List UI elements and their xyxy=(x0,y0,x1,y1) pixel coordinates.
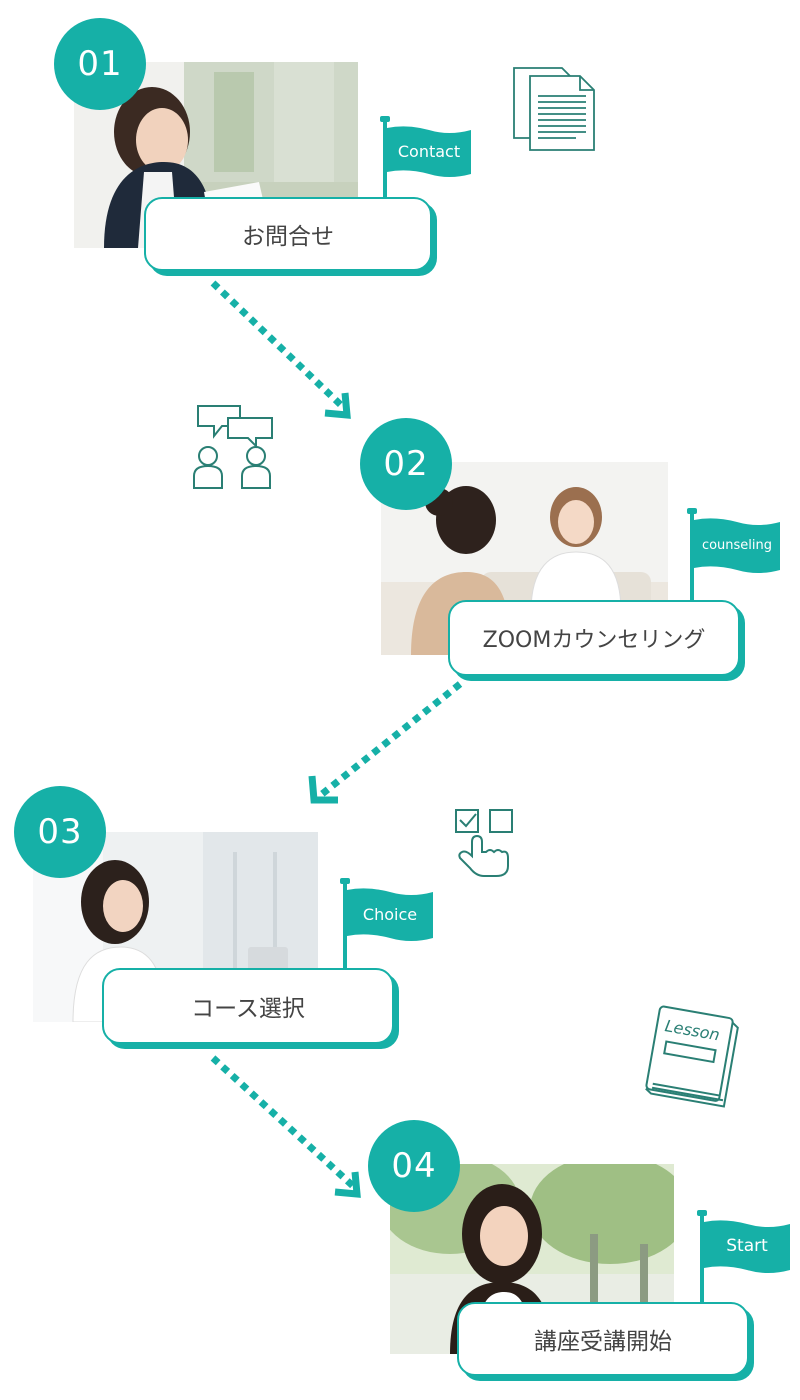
step-3-number-badge: 03 xyxy=(14,786,106,878)
step-3-arrow xyxy=(205,1050,375,1204)
step-2-label: ZOOMカウンセリング xyxy=(448,600,740,676)
step-4-flag-text: Start xyxy=(726,1236,768,1256)
documents-icon xyxy=(510,62,600,158)
step-4-label: 講座受講開始 xyxy=(457,1302,749,1376)
step-1-number-badge: 01 xyxy=(54,18,146,110)
lesson-book-icon: Lesson xyxy=(636,1002,746,1116)
step-4-number-badge: 04 xyxy=(368,1120,460,1212)
step-1-arrow xyxy=(205,275,365,429)
step-2-flag-text: counseling xyxy=(701,537,773,553)
checkbox-click-icon xyxy=(450,806,522,882)
step-3-label: コース選択 xyxy=(102,968,394,1044)
step-1-label: お問合せ xyxy=(144,197,432,271)
step-1-flag-text: Contact xyxy=(397,141,461,161)
step-2-arrow xyxy=(300,676,470,810)
step-2-photo xyxy=(381,462,668,655)
chat-people-icon xyxy=(188,402,278,496)
step-3-flag-text: Choice xyxy=(362,904,418,924)
step-2-number-badge: 02 xyxy=(360,418,452,510)
